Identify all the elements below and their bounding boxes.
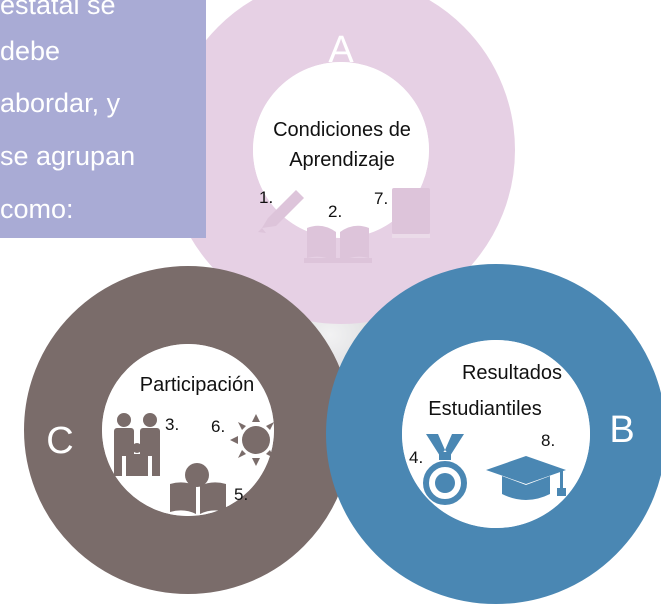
pencil-icon [258, 190, 304, 233]
number-7: 7. [374, 189, 388, 208]
ring-c-letter: C [46, 420, 73, 462]
ring-b-band [326, 264, 661, 604]
number-3: 3. [165, 415, 179, 434]
ring-b-title-line-2: Estudiantiles [428, 398, 541, 420]
side-panel-line-2: debe [0, 36, 60, 66]
ring-b [326, 264, 661, 604]
side-panel-line-5: como: [0, 194, 74, 224]
family-icon [114, 413, 160, 476]
number-4: 4. [409, 448, 423, 467]
ring-a-letter: A [328, 29, 354, 71]
ring-a-title-line-1: Condiciones de [273, 119, 411, 141]
reading-person-icon [170, 463, 226, 514]
ring-c-band [24, 266, 352, 594]
ring-a-title-line-2: Aprendizaje [289, 149, 395, 171]
ring-c [24, 266, 352, 594]
number-5: 5. [234, 485, 248, 504]
ring-b-title-line-1: Resultados [462, 362, 562, 384]
side-panel-line-1: estatal se [0, 0, 116, 20]
number-6: 6. [211, 417, 225, 436]
sun-icon [230, 414, 282, 466]
number-2: 2. [328, 202, 342, 221]
ring-a-band [167, 0, 515, 324]
ring-c-title: Participación [140, 374, 255, 396]
ring-b-letter: B [609, 409, 634, 451]
side-panel-line-4: se agrupan [0, 141, 135, 171]
side-panel [0, 0, 206, 238]
medal-icon [423, 434, 467, 505]
graduation-cap-icon [486, 456, 566, 500]
side-panel-line-3: abordar, y [0, 88, 121, 118]
open-book-icon [304, 225, 372, 263]
number-8: 8. [541, 431, 555, 450]
closed-book-icon [392, 188, 430, 238]
number-1: 1. [259, 188, 273, 207]
